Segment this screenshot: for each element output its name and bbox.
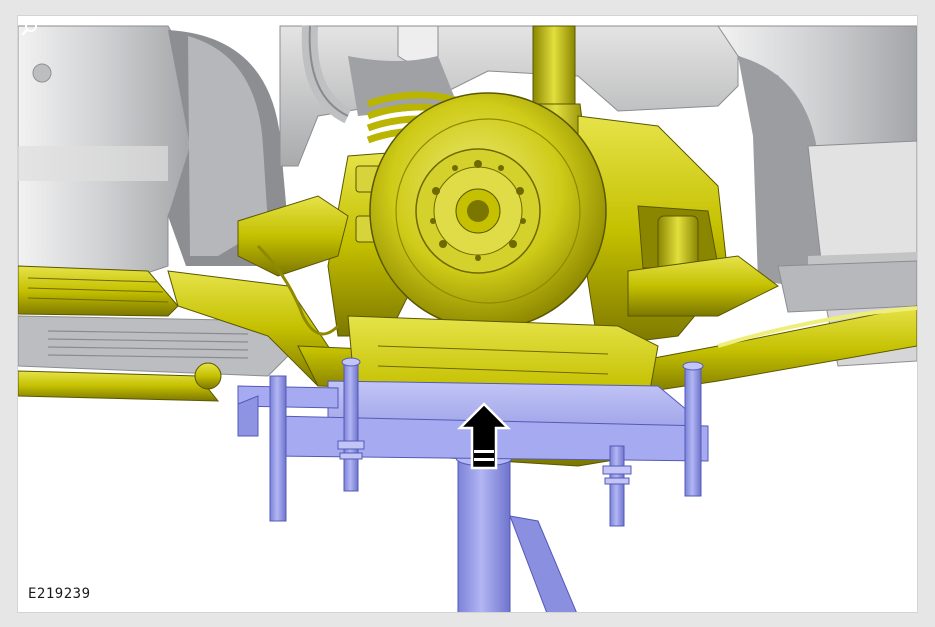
suspension-assembly <box>18 25 917 467</box>
up-arrow-icon <box>456 402 512 470</box>
figure-reference-code: E219239 <box>28 586 91 602</box>
suspension-illustration <box>18 25 917 612</box>
magnifier-icon[interactable] <box>20 18 40 38</box>
diagram-frame: E219239 <box>18 16 917 612</box>
jack-fixture <box>237 357 709 612</box>
